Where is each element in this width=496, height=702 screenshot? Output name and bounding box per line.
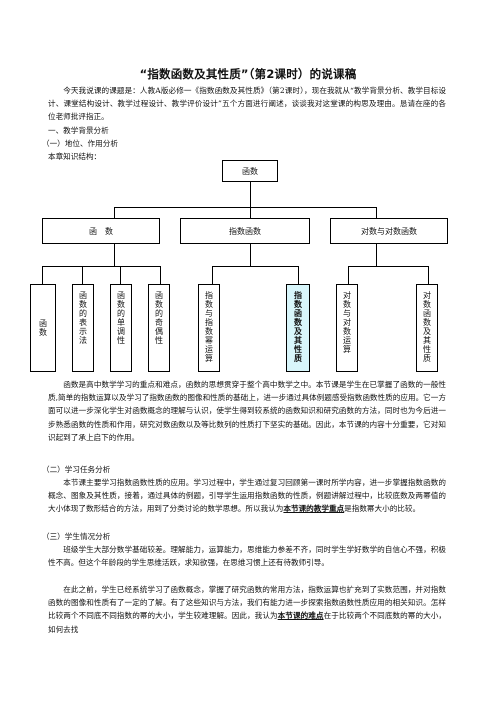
diagram-node-exponential-function: 指数函数 — [180, 218, 310, 244]
connector — [212, 266, 213, 284]
connector — [114, 244, 115, 267]
connector — [348, 266, 428, 267]
connector — [160, 266, 161, 284]
connector — [376, 244, 377, 267]
diagram-leaf-function: 函数 — [30, 284, 56, 372]
subsection-heading-task: （二）学习任务分析 — [42, 465, 111, 474]
diagram-node-logarithm: 对数与对数函数 — [330, 218, 448, 244]
page-title: “指数函数及其性质”（第2课时）的说课稿 — [139, 67, 357, 81]
diagram-leaf-monotonicity: 函数的单调性 — [110, 284, 132, 372]
connector — [42, 266, 160, 267]
connector — [82, 266, 83, 284]
connector — [298, 266, 299, 284]
connector — [250, 244, 251, 267]
connector — [120, 266, 121, 284]
key-point-emphasis: 本节课的教学重点 — [283, 504, 345, 514]
connector — [212, 266, 298, 267]
diagram-leaf-exponent-operations: 指数与指数幂运算 — [198, 284, 220, 372]
task-paragraph: 本节课主要学习指数函数性质的应用。学习过程中，学生通过复习回顾第一课时所学内容，… — [48, 478, 446, 514]
subsection-heading-position: （一）地位、作用分析 — [42, 139, 118, 148]
diagram-leaf-exponential-properties-highlight: 指数函数及其性质 — [286, 284, 310, 372]
diagram-leaf-logarithm-operations: 对数与对数运算 — [336, 284, 358, 372]
difficulty-paragraph: 在此之前，学生已经系统学习了函数概念，掌握了研究函数的常用方法，指数运算也扩充到… — [48, 585, 447, 634]
connector — [376, 207, 377, 218]
connector — [114, 207, 376, 208]
position-paragraph: 函数是高中数学学习的重点和难点，函数的思想贯穿于整个高中数学之中。本节课是学生在… — [48, 380, 446, 442]
connector — [42, 266, 43, 284]
diagram-root-node: 函数 — [222, 160, 278, 182]
connector — [428, 266, 429, 284]
diagram-leaf-representation: 函数的表示法 — [72, 284, 94, 372]
connector — [250, 182, 251, 218]
diagram-leaf-parity: 函数的奇偶性 — [148, 284, 170, 372]
diagram-leaf-logarithmic-function: 对数函数及其性质 — [416, 284, 438, 372]
students-paragraph: 班级学生大部分数学基础较差。理解能力，运算能力，思维能力参差不齐，同时学生学好数… — [48, 545, 446, 568]
diagram-node-function: 函 数 — [42, 218, 160, 244]
connector — [348, 266, 349, 284]
connector — [114, 207, 115, 218]
difficulty-emphasis: 本节课的难点 — [277, 611, 324, 621]
section-heading: 一、教学背景分析 — [48, 126, 109, 135]
structure-label: 本章知识结构： — [48, 152, 102, 161]
subsection-heading-students: （三）学生情况分析 — [42, 532, 111, 541]
intro-paragraph: 今天我说课的课题是：人教A版必修一《指数函数及其性质》（第2课时），现在我就从“… — [48, 86, 446, 122]
